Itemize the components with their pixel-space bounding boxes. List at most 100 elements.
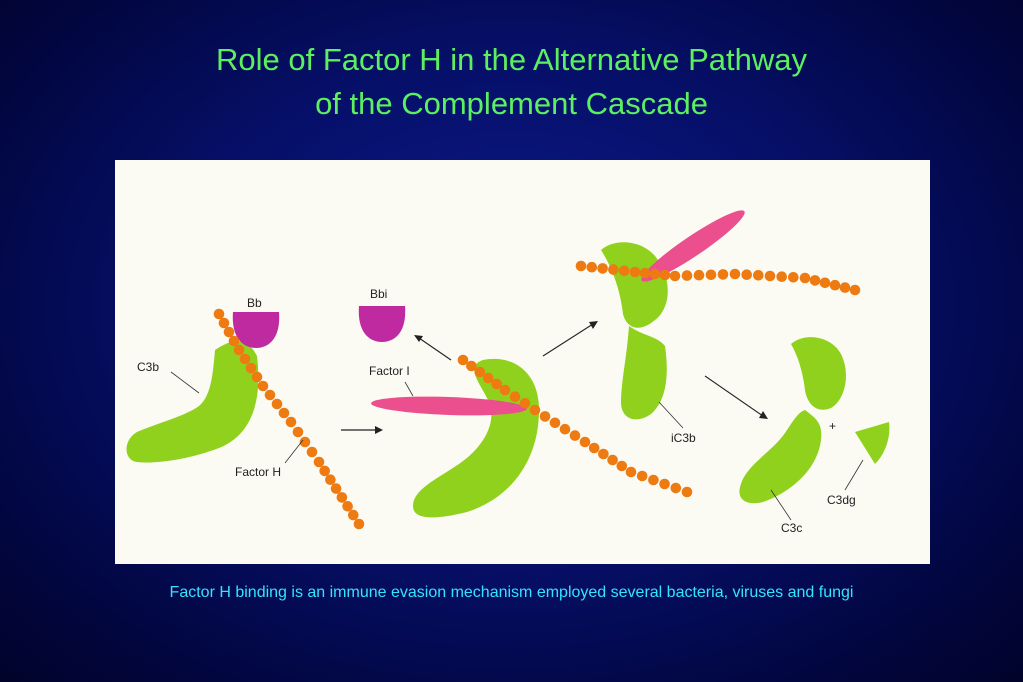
bb-fragment [232, 312, 280, 348]
factor-h-bead [233, 344, 245, 356]
complement-cascade-diagram: Bb C3b Factor H Bbi Factor I [126, 210, 890, 535]
factor-h-bead [598, 448, 609, 460]
factor-h-bead [330, 483, 342, 494]
c3c-lower [739, 410, 822, 504]
diagram-panel: Bb C3b Factor H Bbi Factor I [115, 160, 930, 564]
factor-h-bead [213, 308, 225, 320]
leader-c3dg [844, 459, 864, 491]
factor-h-bead [549, 417, 561, 429]
factor-h-bead [239, 353, 251, 365]
factor-h-bead [264, 389, 276, 401]
factor-h-bead [669, 270, 681, 282]
factor-h-bead [608, 264, 619, 275]
factor-h-bead [809, 275, 821, 286]
label-c3b: C3b [137, 360, 159, 374]
slide-title: Role of Factor H in the Alternative Path… [0, 38, 1023, 126]
factor-h-bead [491, 378, 502, 390]
factor-h-bead [636, 470, 648, 482]
factor-h-bead [466, 360, 477, 372]
factor-h-bead [579, 436, 591, 448]
factor-h-bead [223, 326, 235, 338]
arrow-stage1-to-stage2 [341, 426, 383, 434]
factor-h-bead [228, 335, 240, 347]
leader-ic3b [658, 401, 684, 429]
factor-h-bead [629, 266, 641, 278]
factor-h-bead [597, 263, 608, 274]
factor-h-bead [659, 478, 670, 490]
factor-h-bead [819, 277, 831, 289]
factor-h-bead [776, 271, 787, 282]
factor-h-bead [348, 509, 359, 521]
factor-h-bead [474, 366, 486, 378]
factor-h-bead [353, 518, 365, 530]
factor-h-bead [218, 317, 230, 329]
factor-h-bead [799, 272, 811, 284]
arrow-stage2-to-stage3 [542, 321, 598, 357]
factor-h-bead [292, 426, 304, 438]
factor-h-bead [569, 430, 581, 441]
factor-h-bead [336, 492, 348, 503]
factor-h-bead [559, 423, 571, 435]
factor-h-bead [670, 482, 682, 494]
factor-h-bead [499, 384, 511, 396]
factor-h-bead [607, 454, 618, 466]
title-line-1: Role of Factor H in the Alternative Path… [215, 42, 807, 77]
factor-h-bead [278, 407, 290, 419]
c3c-upper [791, 337, 846, 410]
factor-h-bead [625, 466, 637, 478]
factor-h-bead [457, 354, 469, 366]
arrow-stage3-to-stage4 [704, 375, 768, 419]
factor-h-bead [839, 282, 851, 293]
arrow-release-bbi [414, 335, 452, 361]
leader-factor-h [284, 439, 304, 464]
label-bb: Bb [247, 296, 262, 310]
factor-h-chain-3 [575, 260, 861, 296]
factor-h-bead [539, 411, 551, 422]
factor-h-bead [681, 486, 693, 498]
factor-h-bead [753, 270, 764, 281]
factor-h-bead [717, 269, 729, 280]
factor-i-molecule [371, 396, 527, 416]
factor-h-bead [285, 416, 297, 428]
factor-h-bead [648, 474, 659, 486]
label-c3c: C3c [781, 521, 802, 535]
factor-h-chain-2 [457, 354, 693, 498]
factor-h-bead [741, 269, 752, 280]
factor-h-bead [649, 268, 661, 280]
caption: Factor H binding is an immune evasion me… [169, 584, 854, 601]
factor-h-bead [729, 268, 741, 280]
factor-h-bead [659, 269, 671, 281]
factor-h-bead [829, 279, 841, 291]
factor-h-bead [618, 265, 630, 277]
factor-h-bead [529, 404, 541, 416]
plus-sign: + [829, 419, 836, 433]
factor-h-bead [319, 465, 330, 477]
leader-c3b [170, 371, 200, 394]
factor-h-chain-1 [213, 308, 365, 530]
factor-h-bead [588, 442, 600, 454]
factor-h-bead [313, 456, 325, 468]
label-ic3b: iC3b [671, 431, 696, 445]
factor-h-bead [705, 269, 717, 281]
factor-h-bead [251, 371, 263, 383]
label-factor-i: Factor I [369, 364, 410, 378]
label-c3dg: C3dg [827, 493, 856, 507]
factor-i-bound [641, 210, 745, 282]
ic3b-upper [601, 242, 668, 328]
factor-h-bead [681, 270, 693, 281]
leader-factor-i [404, 381, 414, 397]
factor-h-bead [482, 372, 494, 384]
factor-h-bead [639, 267, 651, 279]
leader-c3c [770, 489, 792, 521]
label-factor-h: Factor H [235, 465, 281, 479]
factor-h-bead [616, 460, 628, 472]
factor-h-bead [519, 398, 531, 409]
factor-h-bead [245, 362, 257, 374]
label-bbi: Bbi [370, 287, 387, 301]
bbi-fragment [358, 306, 406, 342]
factor-h-bead [299, 436, 311, 448]
factor-h-bead [693, 269, 705, 281]
factor-h-bead [788, 272, 799, 283]
c3dg-fragment [855, 422, 890, 464]
factor-h-bead [306, 446, 318, 458]
